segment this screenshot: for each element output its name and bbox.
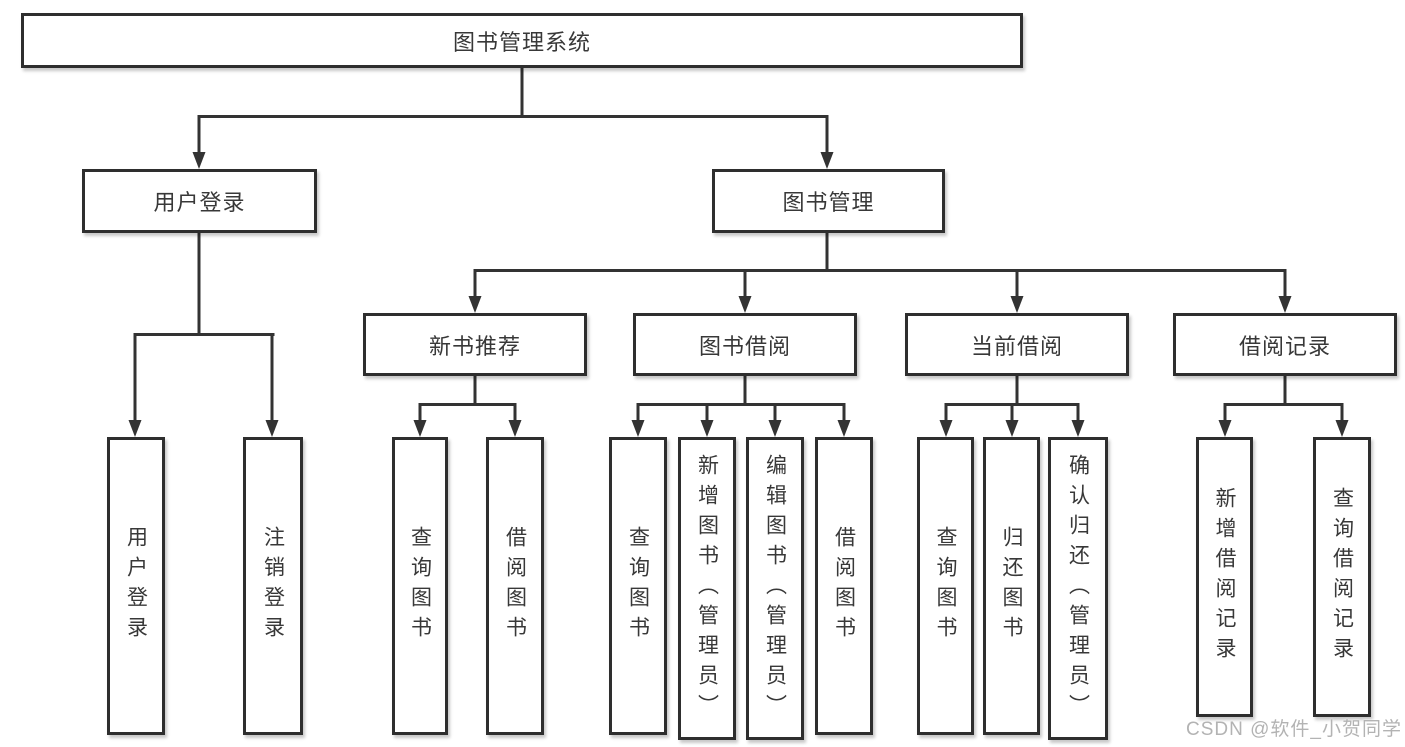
node-label: 注销登录 xyxy=(261,526,285,646)
node-label: 查询图书 xyxy=(626,526,650,646)
node-label: 用户登录 xyxy=(124,526,148,646)
node-label: 新增借阅记录 xyxy=(1213,487,1236,667)
node-return-books: 归还图书 xyxy=(983,437,1040,735)
csdn-watermark: CSDN @软件_小贺同学 xyxy=(1186,719,1402,740)
node-edit-books-admin: 编辑图书（管理员） xyxy=(746,437,804,740)
node-borrow-records: 借阅记录 xyxy=(1173,313,1397,376)
node-label: 借阅图书 xyxy=(832,526,856,646)
node-user-login-group: 用户登录 xyxy=(82,169,317,233)
node-book-management: 图书管理 xyxy=(712,169,945,233)
node-label: 新增图书（管理员） xyxy=(695,453,719,724)
node-label: 图书管理系统 xyxy=(452,29,591,55)
node-library-management-system: 图书管理系统 xyxy=(21,13,1023,68)
node-label: 查询图书 xyxy=(408,526,432,646)
node-label: 图书管理 xyxy=(782,190,875,215)
node-label: 编辑图书（管理员） xyxy=(763,453,787,724)
node-label: 借阅记录 xyxy=(1238,333,1331,359)
node-borrow-query-books: 查询图书 xyxy=(609,437,667,735)
node-add-borrow-record: 新增借阅记录 xyxy=(1196,437,1253,717)
node-new-book-recommend: 新书推荐 xyxy=(363,313,587,376)
node-label: 确认归还（管理员） xyxy=(1066,453,1090,724)
node-user-login: 用户登录 xyxy=(107,437,165,735)
node-logout: 注销登录 xyxy=(243,437,303,735)
node-book-borrow: 图书借阅 xyxy=(633,313,857,376)
node-current-query-books: 查询图书 xyxy=(917,437,974,735)
node-label: 图书借阅 xyxy=(698,333,791,359)
node-label: 查询借阅记录 xyxy=(1330,487,1354,667)
node-recommend-borrow-books: 借阅图书 xyxy=(486,437,544,735)
node-label: 新书推荐 xyxy=(428,333,521,359)
node-add-books-admin: 新增图书（管理员） xyxy=(678,437,736,740)
node-recommend-query-books: 查询图书 xyxy=(392,437,448,735)
node-current-borrow: 当前借阅 xyxy=(905,313,1129,376)
node-confirm-return-admin: 确认归还（管理员） xyxy=(1048,437,1108,740)
node-label: 归还图书 xyxy=(1000,526,1023,646)
node-query-borrow-record: 查询借阅记录 xyxy=(1313,437,1371,717)
node-label: 查询图书 xyxy=(934,526,957,646)
node-label: 用户登录 xyxy=(153,190,246,215)
node-borrow-books: 借阅图书 xyxy=(815,437,873,735)
node-label: 当前借阅 xyxy=(970,333,1063,359)
node-label: 借阅图书 xyxy=(503,526,527,646)
